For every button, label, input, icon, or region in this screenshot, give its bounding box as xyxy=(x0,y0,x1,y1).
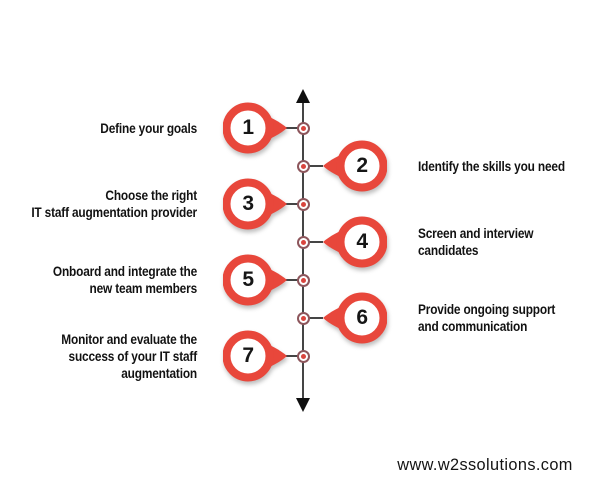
item-connector-line xyxy=(284,279,303,281)
step-number: 4 xyxy=(356,230,368,253)
step-badge-icon xyxy=(223,254,287,306)
step-label: Provide ongoing support and communication xyxy=(418,301,572,335)
axis-dot-core xyxy=(300,163,306,169)
step-label-line: IT staff augmentation provider xyxy=(31,205,198,220)
step-number: 2 xyxy=(356,154,368,177)
axis-dot-core xyxy=(300,239,306,245)
step-number: 7 xyxy=(242,344,254,367)
axis-dot xyxy=(296,349,310,363)
axis-dot-core xyxy=(300,315,306,321)
axis-dot-core xyxy=(300,277,306,283)
step-label: Identify the skills you need xyxy=(418,158,572,175)
badge-ring xyxy=(223,178,274,230)
step-badge-icon xyxy=(223,330,287,382)
step-label-line: Monitor and evaluate the xyxy=(61,331,198,347)
axis-dot xyxy=(296,311,310,325)
step-label-line: augmentation xyxy=(121,365,197,381)
step-label-line: success of your IT staff xyxy=(68,348,198,364)
axis-dot xyxy=(296,235,310,249)
badge-ring xyxy=(223,330,274,382)
step-label-line: candidates xyxy=(418,243,479,258)
axis-dot-core xyxy=(300,125,306,131)
step-badge-icon xyxy=(323,292,387,344)
step-number: 1 xyxy=(242,116,254,139)
step-label-line: and communication xyxy=(418,319,528,334)
step-badge-icon xyxy=(223,178,287,230)
axis-dot xyxy=(296,197,310,211)
step-label-line: Onboard and integrate the xyxy=(52,264,197,279)
step-badge-icon xyxy=(323,140,387,192)
step-label-line: Define your goals xyxy=(100,120,197,136)
step-badge-icon xyxy=(323,216,387,268)
item-connector-line xyxy=(303,241,323,243)
badge-ring xyxy=(336,140,387,192)
axis-arrow-down-icon xyxy=(296,398,310,412)
axis-dot xyxy=(296,273,310,287)
axis-dot-core xyxy=(300,201,306,207)
step-number: 6 xyxy=(356,306,368,329)
step-label-line: Choose the right xyxy=(105,188,197,203)
axis-dot xyxy=(296,121,310,135)
item-connector-line xyxy=(284,355,303,357)
step-number: 5 xyxy=(242,268,254,291)
badge-ring xyxy=(223,102,274,154)
step-number: 3 xyxy=(242,192,254,215)
step-label-line: Screen and interview xyxy=(418,226,534,241)
badge-ring xyxy=(336,292,387,344)
axis-dot xyxy=(296,159,310,173)
step-label-line: Identify the skills you need xyxy=(418,158,565,174)
item-connector-line xyxy=(284,127,303,129)
step-badge-icon xyxy=(223,102,287,154)
item-connector-line xyxy=(284,203,303,205)
axis-dot-core xyxy=(300,353,306,359)
step-label: Define your goals xyxy=(30,120,197,137)
item-connector-line xyxy=(303,165,323,167)
step-label: Onboard and integrate the new team member… xyxy=(30,263,197,297)
badge-ring xyxy=(336,216,387,268)
step-label: Choose the right IT staff augmentation pr… xyxy=(30,187,197,221)
website-watermark: www.w2ssolutions.com xyxy=(397,455,573,474)
axis-arrow-up-icon xyxy=(296,89,310,103)
item-connector-line xyxy=(303,317,323,319)
step-label: Screen and interview candidates xyxy=(418,225,572,259)
step-label-line: Provide ongoing support xyxy=(418,302,556,317)
badge-ring xyxy=(223,254,274,306)
step-label-line: new team members xyxy=(89,281,198,296)
